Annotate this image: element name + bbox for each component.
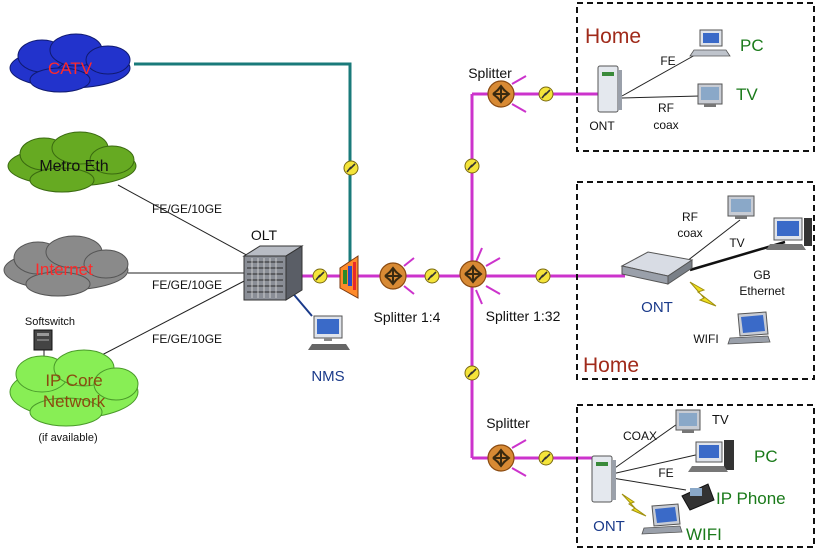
home3-wifi-label: WIFI [686,525,722,544]
fiber-connector-icon [464,365,480,381]
fiber-connector-icon [424,268,440,284]
metro-eth-label: Metro Eth [39,158,108,175]
home2-box [576,181,815,380]
ip-core-label-2: Network [43,392,106,411]
ip-core-cloud: IP Core Network [9,349,139,427]
home1-box [576,2,815,152]
fiber-connector-icon [538,86,554,102]
pc-icon [688,440,734,472]
home1-rf-label: RF [658,101,674,115]
home3-fe-label: FE [658,466,673,480]
ipcore-link-label: FE/GE/10GE [152,332,222,346]
olt-label: OLT [251,227,278,243]
splitter-top-label: Splitter [468,65,512,81]
splitter-icon [487,80,515,108]
softswitch-icon [33,329,53,351]
softswitch-label: Softswitch [25,316,75,328]
laptop-icon [727,311,771,345]
catv-cloud: CATV [9,33,131,93]
laptop-icon [641,503,683,535]
ont-icon [597,65,622,113]
tv-icon [675,409,701,433]
home2-gb-label: GB [753,268,770,282]
fiber-connector-icon [312,268,328,284]
olt-chassis-icon [242,245,304,301]
fiber-connector-icon [343,160,359,176]
pc-icon [689,29,731,57]
home3-pc-label: PC [754,447,778,466]
splitter-icon [487,444,515,472]
tv-icon [697,83,723,107]
ont-icon [620,251,694,285]
home3-coax-label: COAX [623,429,657,443]
home1-tv-label: TV [736,85,758,104]
wifi-bolt-icon [689,281,717,307]
splitter-1-4-label: Splitter 1:4 [374,309,441,325]
home1-pc-label: PC [740,36,764,55]
internet-cloud: Internet [3,235,129,297]
catv-wdm-icon [339,255,359,299]
ip-core-label-1: IP Core [45,371,102,390]
fiber-connector-icon [464,158,480,174]
home3-ont-label: ONT [593,518,625,535]
ipcore-link [97,277,251,358]
internet-link-label: FE/GE/10GE [152,278,222,292]
splitter-icon [379,262,407,290]
ip-phone-icon [681,483,715,511]
metro-link-label: FE/GE/10GE [152,202,222,216]
home2-rf-label: RF [682,210,698,224]
home1-ont-label: ONT [589,119,615,133]
home1-title: Home [585,25,641,48]
catv-line [134,62,352,272]
home2-ont-label: ONT [641,299,673,316]
internet-label: Internet [35,260,93,279]
nms-label: NMS [311,368,344,385]
tv-icon [727,195,755,219]
home2-coax-label: coax [677,226,702,240]
splitter-icon [459,260,487,288]
fiber-connector-icon [535,268,551,284]
splitter-1-32-label: Splitter 1:32 [486,308,561,324]
home2-wifi-label: WIFI [693,332,718,346]
home3-ipphone-label: IP Phone [716,489,786,508]
wifi-bolt-icon [621,493,647,517]
catv-label: CATV [48,59,93,78]
nms-pc-icon [308,315,350,350]
splitter-bottom-label: Splitter [486,415,530,431]
home2-tv-label: TV [729,236,744,250]
home3-tv-label: TV [712,412,729,427]
fiber-connector-icon [538,450,554,466]
home2-ethernet-label: Ethernet [739,284,785,298]
pc-icon [766,217,812,250]
ont-icon [591,455,616,503]
metro-eth-cloud: Metro Eth [7,131,137,193]
home1-fe-label: FE [660,54,675,68]
metro-link [117,184,253,259]
if-available-label: (if available) [38,432,97,444]
home1-coax-label: coax [653,118,678,132]
home2-title: Home [583,354,639,377]
